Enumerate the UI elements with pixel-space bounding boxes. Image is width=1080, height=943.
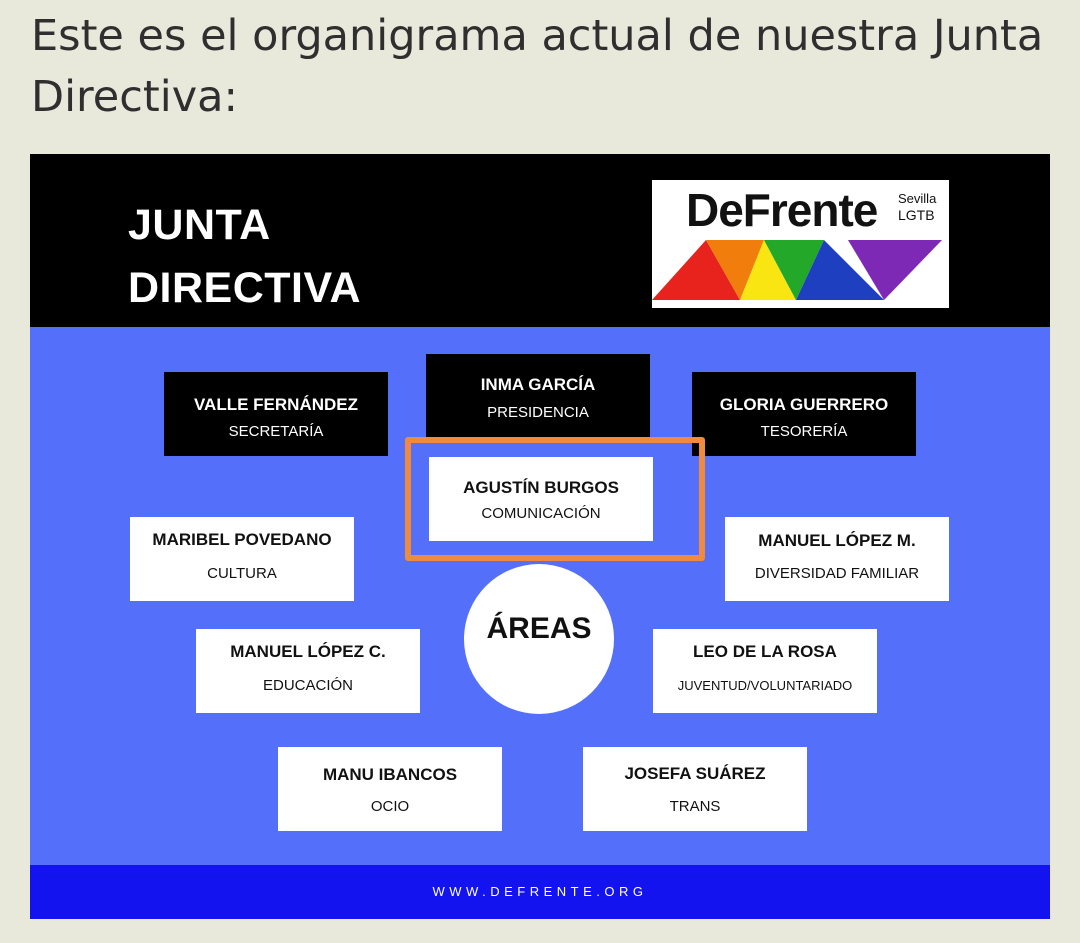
card-cultura: MARIBEL POVEDANO CULTURA — [130, 517, 354, 601]
member-name: AGUSTÍN BURGOS — [463, 478, 619, 497]
member-role: COMUNICACIÓN — [481, 505, 601, 522]
defrente-logo: DeFrente Sevilla LGTB — [652, 180, 949, 308]
member-role: EDUCACIÓN — [262, 677, 353, 694]
card-educacion: MANUEL LÓPEZ C. EDUCACIÓN — [196, 629, 420, 713]
intro-text: Este es el organigrama actual de nuestra… — [31, 11, 1044, 122]
member-role: TRANS — [669, 798, 721, 815]
member-role: JUVENTUD/VOLUNTARIADO — [677, 678, 853, 693]
areas-circle: ÁREAS — [464, 564, 614, 714]
rainbow-triangles-icon — [652, 240, 942, 300]
poster-header: JUNTA DIRECTIVA DeFrente Sevilla LGTB — [30, 154, 1050, 327]
card-comunicacion: AGUSTÍN BURGOS COMUNICACIÓN — [429, 457, 653, 541]
card-secretaria: VALLE FERNÁNDEZ SECRETARÍA — [164, 372, 388, 456]
card-ocio: MANU IBANCOS OCIO — [278, 747, 502, 831]
org-chart-poster: JUNTA DIRECTIVA DeFrente Sevilla LGTB IN… — [30, 154, 1050, 919]
poster-title: JUNTA DIRECTIVA — [128, 194, 361, 320]
logo-tag: LGTB — [898, 207, 935, 223]
member-role: OCIO — [370, 798, 410, 815]
areas-label: ÁREAS — [486, 612, 592, 645]
card-presidencia: INMA GARCÍA PRESIDENCIA — [426, 354, 650, 438]
card-trans: JOSEFA SUÁREZ TRANS — [583, 747, 807, 831]
member-role: TESORERÍA — [760, 423, 848, 440]
poster-title-line1: JUNTA — [128, 201, 271, 249]
member-name: JOSEFA SUÁREZ — [624, 764, 766, 783]
poster-title-line2: DIRECTIVA — [128, 264, 362, 312]
card-juventud-voluntariado: LEO DE LA ROSA JUVENTUD/VOLUNTARIADO — [653, 629, 877, 713]
member-role: DIVERSIDAD FAMILIAR — [754, 565, 920, 582]
member-name: GLORIA GUERRERO — [719, 395, 889, 414]
member-role: CULTURA — [207, 565, 277, 582]
member-name: LEO DE LA ROSA — [693, 642, 837, 661]
member-name: VALLE FERNÁNDEZ — [193, 395, 358, 414]
card-diversidad-familiar: MANUEL LÓPEZ M. DIVERSIDAD FAMILIAR — [725, 517, 949, 601]
member-role: PRESIDENCIA — [487, 404, 589, 421]
member-name: MARIBEL POVEDANO — [152, 530, 332, 549]
member-name: INMA GARCÍA — [480, 375, 596, 394]
highlight-box — [405, 437, 705, 561]
member-name: MANU IBANCOS — [322, 765, 458, 784]
logo-city: Sevilla — [898, 191, 937, 206]
member-name: MANUEL LÓPEZ M. — [758, 531, 916, 550]
member-name: MANUEL LÓPEZ C. — [230, 642, 386, 661]
member-role: SECRETARÍA — [228, 423, 324, 440]
poster-footer: WWW.DEFRENTE.ORG — [30, 865, 1050, 919]
card-tesoreria: GLORIA GUERRERO TESORERÍA — [692, 372, 916, 456]
footer-url: WWW.DEFRENTE.ORG — [432, 884, 648, 899]
logo-name: DeFrente — [686, 184, 878, 236]
